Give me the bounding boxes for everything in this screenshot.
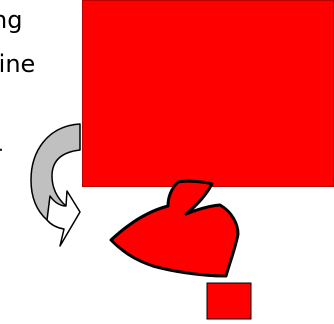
flower-sprout-shape	[111, 181, 251, 319]
curved-arrow-icon	[31, 124, 80, 246]
sprout-stem	[207, 283, 251, 319]
curved-arrow-white-head	[47, 191, 80, 246]
sprout-petals	[111, 181, 238, 276]
